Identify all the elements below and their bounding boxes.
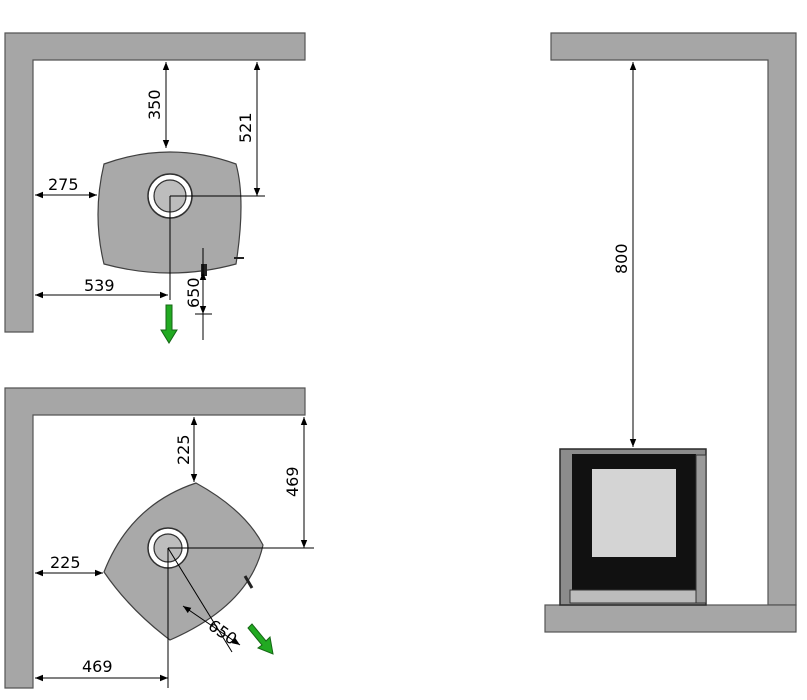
dim-539: 539 <box>84 276 115 295</box>
dim-650-2: 650 <box>205 616 241 649</box>
corner-wall-2 <box>4 387 306 689</box>
dim-350: 350 <box>145 89 164 120</box>
corner-wall-1 <box>4 32 306 333</box>
front-direction-arrow-2 <box>247 623 274 655</box>
dim-225-left: 225 <box>50 553 81 572</box>
front-view: 800 <box>544 32 797 633</box>
floor-slab <box>544 604 797 633</box>
dim-469-right: 469 <box>283 466 302 497</box>
top-view-wall: 350 521 275 539 650 <box>4 32 306 344</box>
dim-650-1: 650 <box>184 277 203 308</box>
stove-handle-1 <box>201 264 207 276</box>
dim-469-bottom: 469 <box>82 657 113 676</box>
top-view-corner: 225 469 225 469 650 <box>4 387 314 689</box>
dim-225-top: 225 <box>174 434 193 465</box>
front-direction-arrow-1 <box>160 304 178 344</box>
stove-fire-window <box>592 469 676 557</box>
dim-275: 275 <box>48 175 79 194</box>
dim-521: 521 <box>236 112 255 143</box>
dim-800: 800 <box>612 243 631 274</box>
